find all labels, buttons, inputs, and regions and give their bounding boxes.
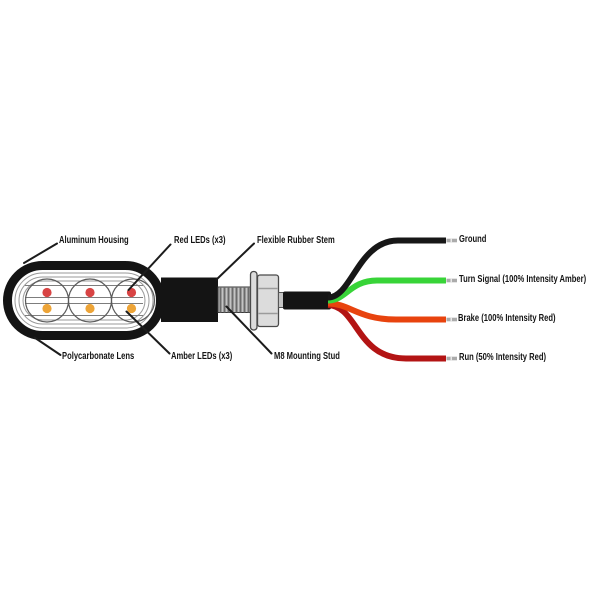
optic-circle-3 [110,278,156,323]
wire-run [327,302,446,362]
label-polycarbonate-lens: Polycarbonate Lens [62,351,135,362]
red-led-1 [42,287,52,298]
label-flexible-rubber-stem: Flexible Rubber Stem [257,235,335,246]
red-led-2 [85,287,95,298]
lens-outline-3 [22,280,146,321]
label-wire-run: Run (50% Intensity Red) [459,352,546,363]
polycarbonate-lens [14,272,154,329]
leader-lines [23,242,273,356]
led-optic-circles [24,278,156,323]
amber-led-2 [85,303,95,314]
lens-outline-2 [18,276,150,325]
wire-turn-signal [327,277,446,304]
wire-brake [327,300,446,323]
stud-flange-washer [249,270,258,331]
leader-flexible-rubber-stem [215,242,255,281]
label-wire-ground: Ground [459,234,487,245]
label-amber-leds: Amber LEDs (x3) [171,351,233,362]
label-aluminum-housing: Aluminum Housing [59,235,129,246]
hex-nut-body [256,274,280,328]
amber-leds [42,303,137,314]
lens-outline-1 [14,272,154,329]
leader-amber-leds [125,310,171,355]
label-red-leds: Red LEDs (x3) [174,235,226,246]
stripped-wire-tips [446,238,457,361]
aluminum-housing [3,261,165,340]
amber-led-1 [42,303,52,314]
thread-body [217,286,251,313]
label-wire-brake: Brake (100% Intensity Red) [458,313,556,324]
hex-nut-facets [258,287,278,315]
label-wire-turn-signal: Turn Signal (100% Intensity Amber) [459,274,587,285]
leader-polycarbonate-lens [33,336,62,356]
amber-led-3 [126,303,137,314]
leader-aluminum-housing [23,242,58,264]
flexible-rubber-stem [161,277,218,322]
cable-sheath [283,291,331,310]
thread-ridges [219,287,250,313]
label-m8-mounting-stud: M8 Mounting Stud [274,351,340,362]
housing-shell [3,261,165,340]
hex-nut [256,274,280,328]
leader-m8-mounting-stud [225,305,273,355]
leader-red-leds [127,243,172,291]
lens-facet-lines [25,285,143,316]
wire-ground [327,237,446,301]
wire-tip-gaps [450,238,452,361]
m8-mounting-stud [217,286,251,313]
